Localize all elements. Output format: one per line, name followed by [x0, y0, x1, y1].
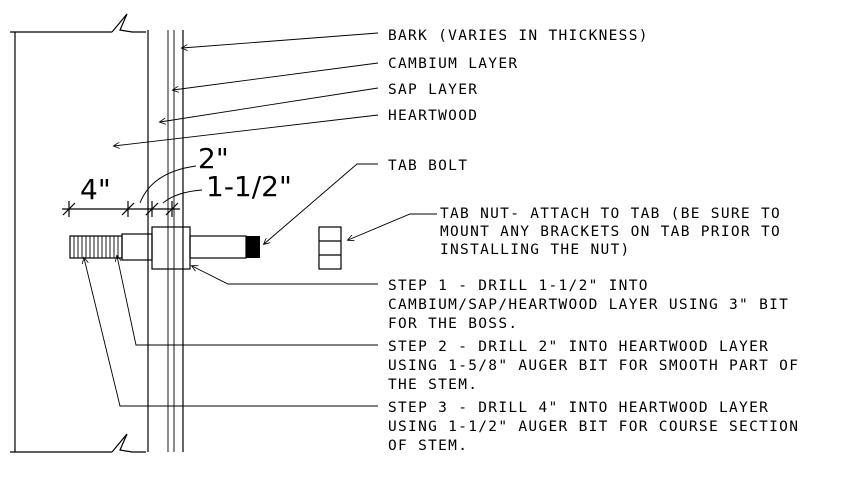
tab-nut [318, 226, 342, 270]
label-step2-line-2: USING 1-5/8" AUGER BIT FOR SMOOTH PART O… [388, 358, 799, 374]
dim-1-5-inch: 1-1/2" [206, 170, 292, 203]
label-tab-nut-line-2: MOUNT ANY BRACKETS ON TAB PRIOR TO [440, 224, 781, 240]
leader-lines [84, 32, 437, 407]
dim-4-inch: 4" [80, 173, 111, 206]
label-bark: BARK (VARIES IN THICKNESS) [388, 28, 649, 44]
thread-lines [73, 236, 119, 258]
tree-trunk [10, 13, 146, 453]
label-step3-line-2: USING 1-1/2" AUGER BIT FOR COURSE SECTIO… [388, 419, 799, 435]
dim-2-inch: 2" [198, 142, 229, 175]
label-step1-line-3: FOR THE BOSS. [388, 316, 518, 332]
label-tab-bolt: TAB BOLT [388, 158, 468, 174]
label-sap-layer: SAP LAYER [388, 82, 478, 98]
tab-bolt [69, 226, 260, 270]
dimension-line [62, 165, 203, 217]
bark-layers [147, 30, 184, 452]
label-tab-nut-line-3: INSTALLING THE NUT) [440, 242, 631, 258]
label-step3-line-3: OF STEM. [388, 438, 468, 454]
label-step1-line-1: STEP 1 - DRILL 1-1/2" INTO [388, 278, 649, 294]
label-step1-line-2: CAMBIUM/SAP/HEARTWOOD LAYER USING 3" BIT [388, 297, 789, 313]
label-step3-line-1: STEP 3 - DRILL 4" INTO HEARTWOOD LAYER [388, 400, 769, 416]
label-heartwood: HEARTWOOD [388, 108, 478, 124]
label-tab-nut-line-1: TAB NUT- ATTACH TO TAB (BE SURE TO [440, 206, 781, 222]
label-step2-line-3: THE STEM. [388, 377, 478, 393]
label-step2-line-1: STEP 2 - DRILL 2" INTO HEARTWOOD LAYER [388, 339, 769, 355]
label-cambium-layer: CAMBIUM LAYER [388, 56, 518, 72]
